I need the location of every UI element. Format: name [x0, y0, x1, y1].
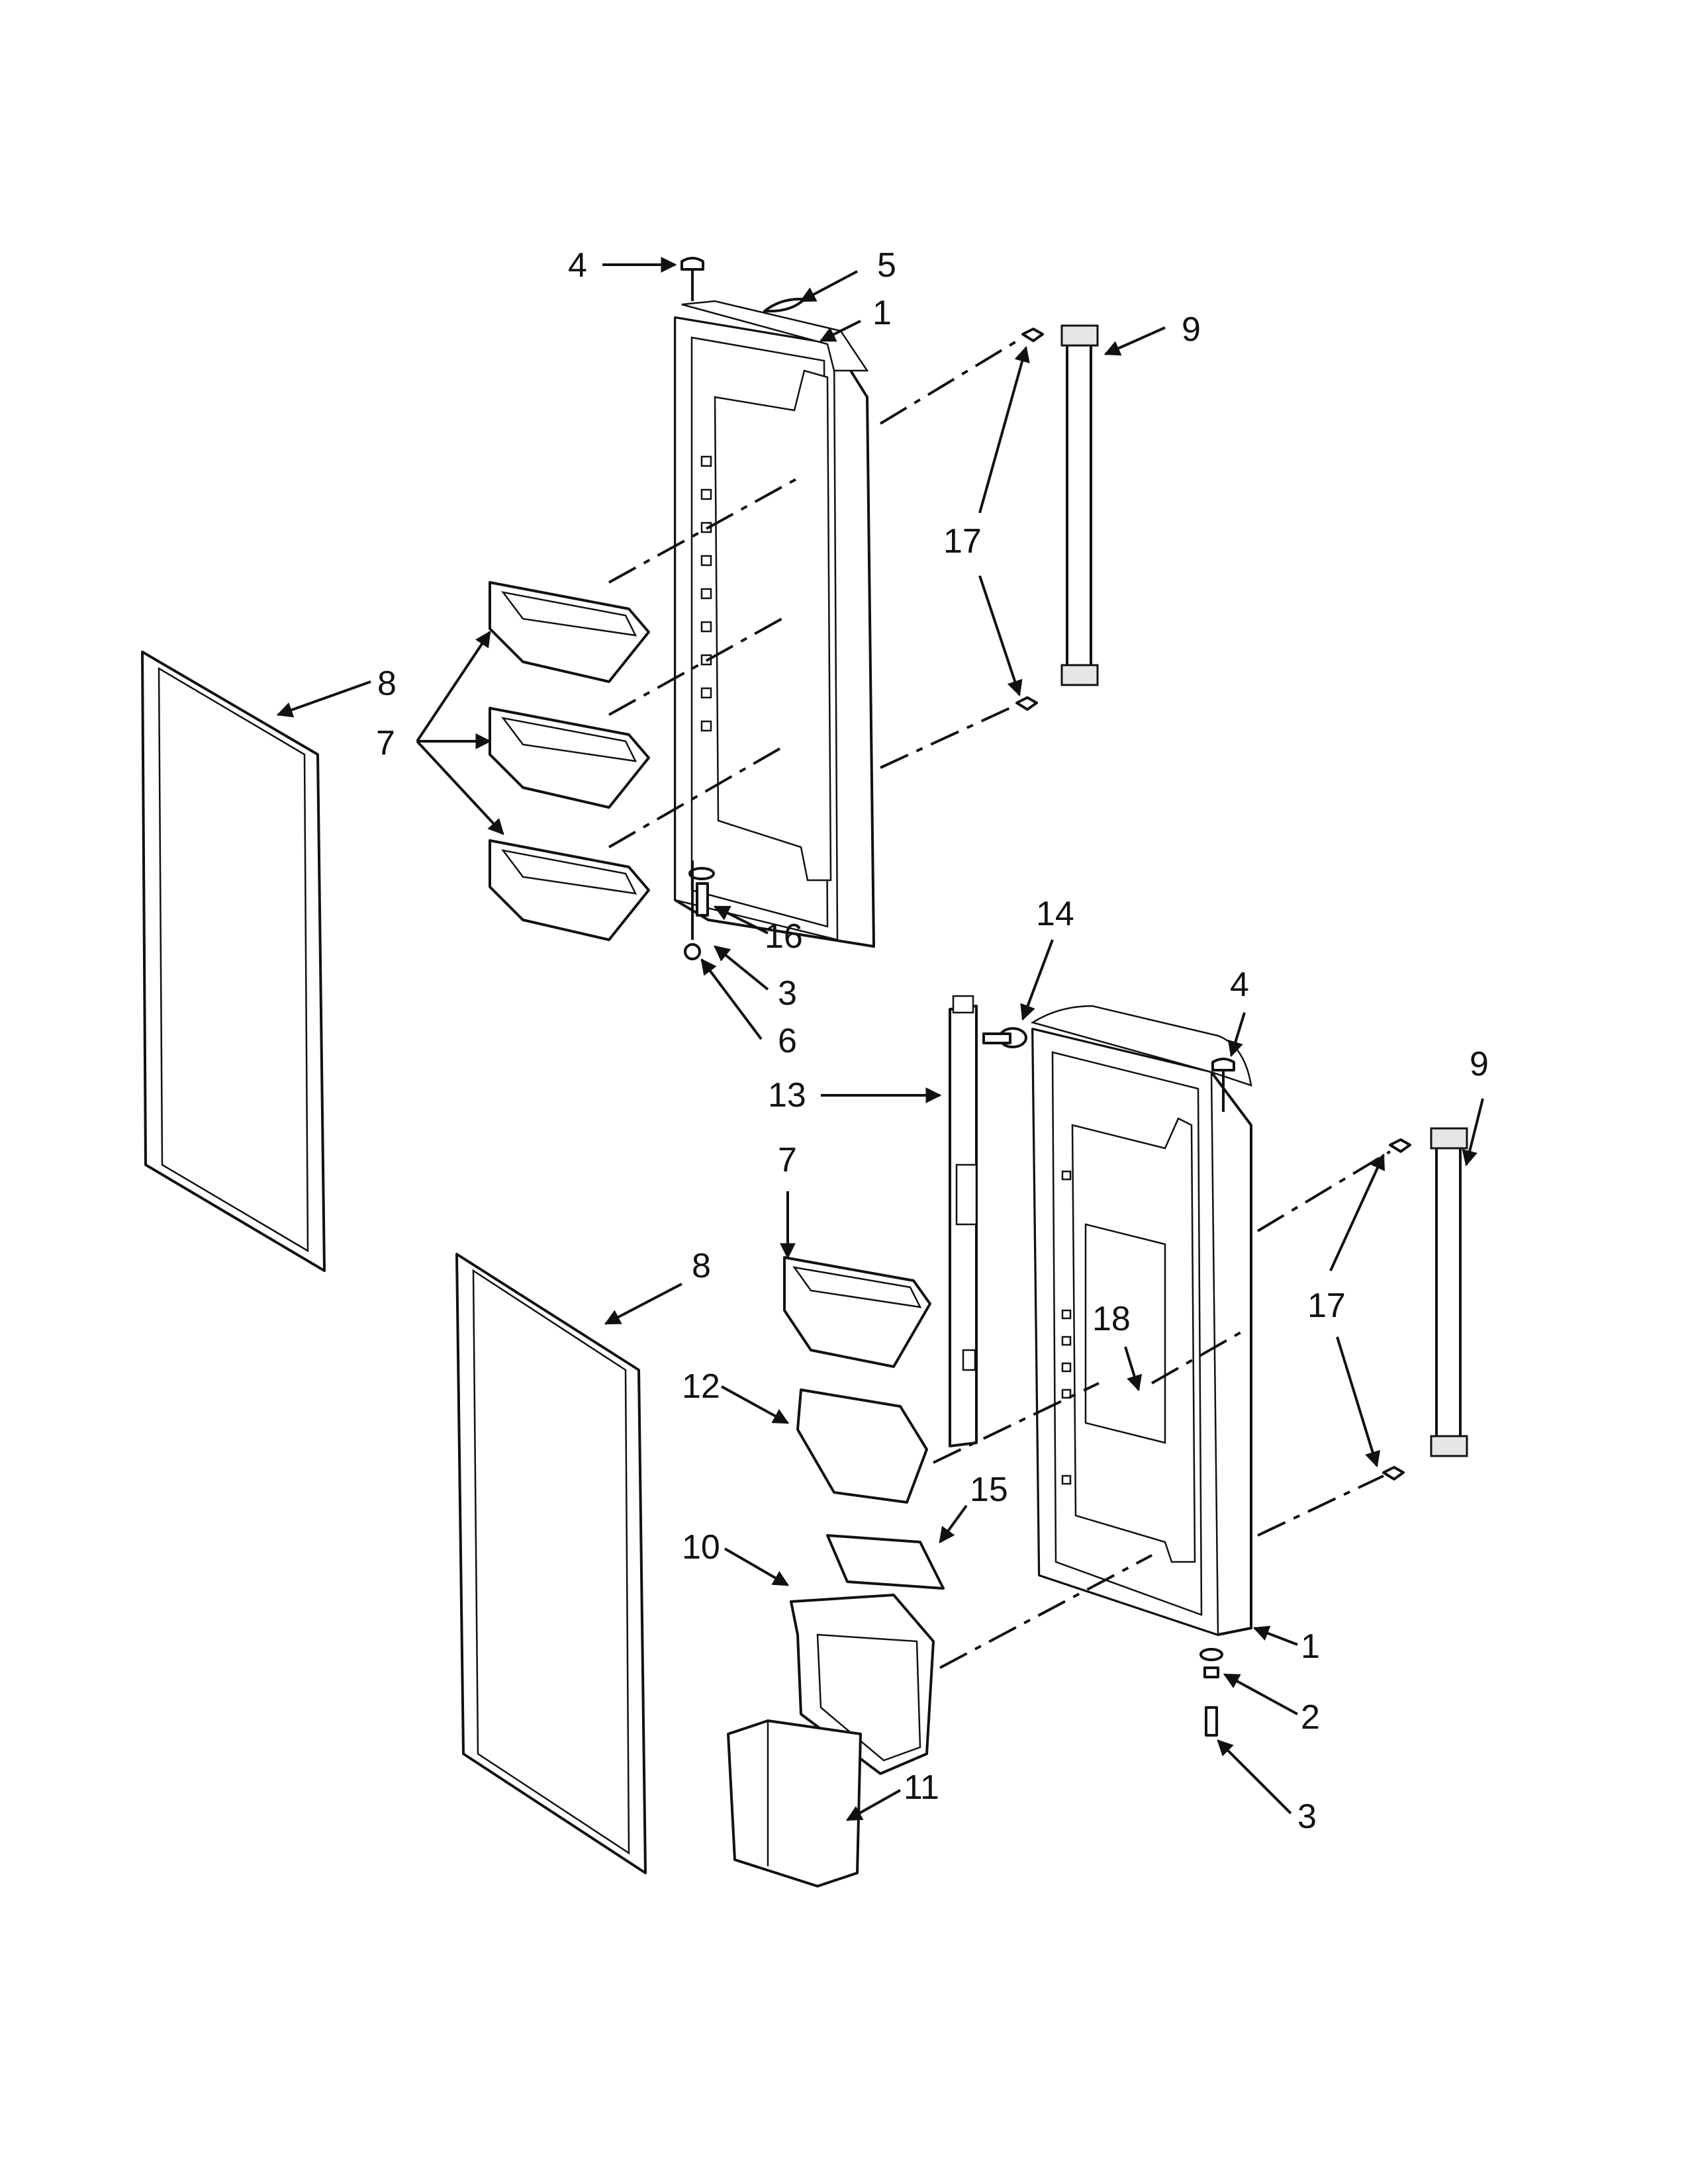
- alignment-lines: [608, 336, 1391, 1669]
- leader-arrows: [276, 257, 1484, 1821]
- callout-17-upper: 17: [943, 522, 982, 561]
- callout-16: 16: [765, 917, 803, 956]
- callout-8-upper: 8: [377, 664, 397, 703]
- lower-hinge-hardware-lower-door: [1199, 1648, 1223, 1737]
- mullion-screw: [982, 1027, 1027, 1048]
- lower-door-cleats: [1061, 1170, 1072, 1485]
- door-bin-upper-2: [489, 707, 650, 809]
- callout-1-lower: 1: [1301, 1627, 1320, 1666]
- callout-18: 18: [1092, 1300, 1131, 1338]
- callout-1-upper: 1: [872, 294, 892, 332]
- callout-14: 14: [1036, 895, 1074, 933]
- callout-17-lower: 17: [1307, 1287, 1346, 1325]
- callout-9-lower: 9: [1470, 1045, 1489, 1083]
- callout-11: 11: [904, 1768, 939, 1807]
- callout-3-upper: 3: [778, 974, 797, 1013]
- ice-bucket: [727, 1719, 862, 1888]
- callout-4-lower: 4: [1230, 966, 1249, 1004]
- hinge-cover: [763, 297, 806, 313]
- callout-4-upper: 4: [568, 246, 587, 285]
- callout-12: 12: [682, 1367, 720, 1406]
- callout-2: 2: [1301, 1698, 1320, 1737]
- callout-7-lower: 7: [778, 1141, 797, 1179]
- callout-8-lower: 8: [692, 1247, 711, 1285]
- callout-labels: 4 5 1 9 17 8 7 16 3 6 14 4 13 9 7 17 8 1…: [376, 246, 1489, 1836]
- callout-6: 6: [778, 1022, 797, 1060]
- door-handle-lower: [1382, 1127, 1468, 1480]
- door-bin-upper-1: [489, 581, 650, 683]
- callout-5: 5: [877, 246, 896, 285]
- door-handle-upper: [1015, 324, 1099, 711]
- callout-15: 15: [970, 1471, 1008, 1509]
- door-gasket-upper: [141, 651, 326, 1272]
- callout-7-upper: 7: [376, 724, 395, 762]
- center-mullion: [949, 995, 978, 1447]
- upper-hinge-pin: [680, 257, 704, 301]
- lower-hinge-pin-top: [1211, 1058, 1235, 1112]
- callout-9-upper: 9: [1182, 310, 1201, 349]
- lower-hinge-hardware-upper-door: [684, 860, 715, 960]
- drip-tray: [826, 1534, 945, 1590]
- door-bin-upper-3: [489, 839, 650, 941]
- door-gasket-lower: [455, 1253, 647, 1874]
- lower-door-assembly: [1030, 1005, 1252, 1636]
- dairy-bin: [796, 1388, 928, 1504]
- callout-13: 13: [768, 1076, 806, 1115]
- callout-3-lower: 3: [1297, 1797, 1317, 1836]
- callout-10: 10: [682, 1528, 720, 1567]
- door-bin-lower: [783, 1256, 931, 1368]
- upper-door-cleats: [700, 455, 712, 732]
